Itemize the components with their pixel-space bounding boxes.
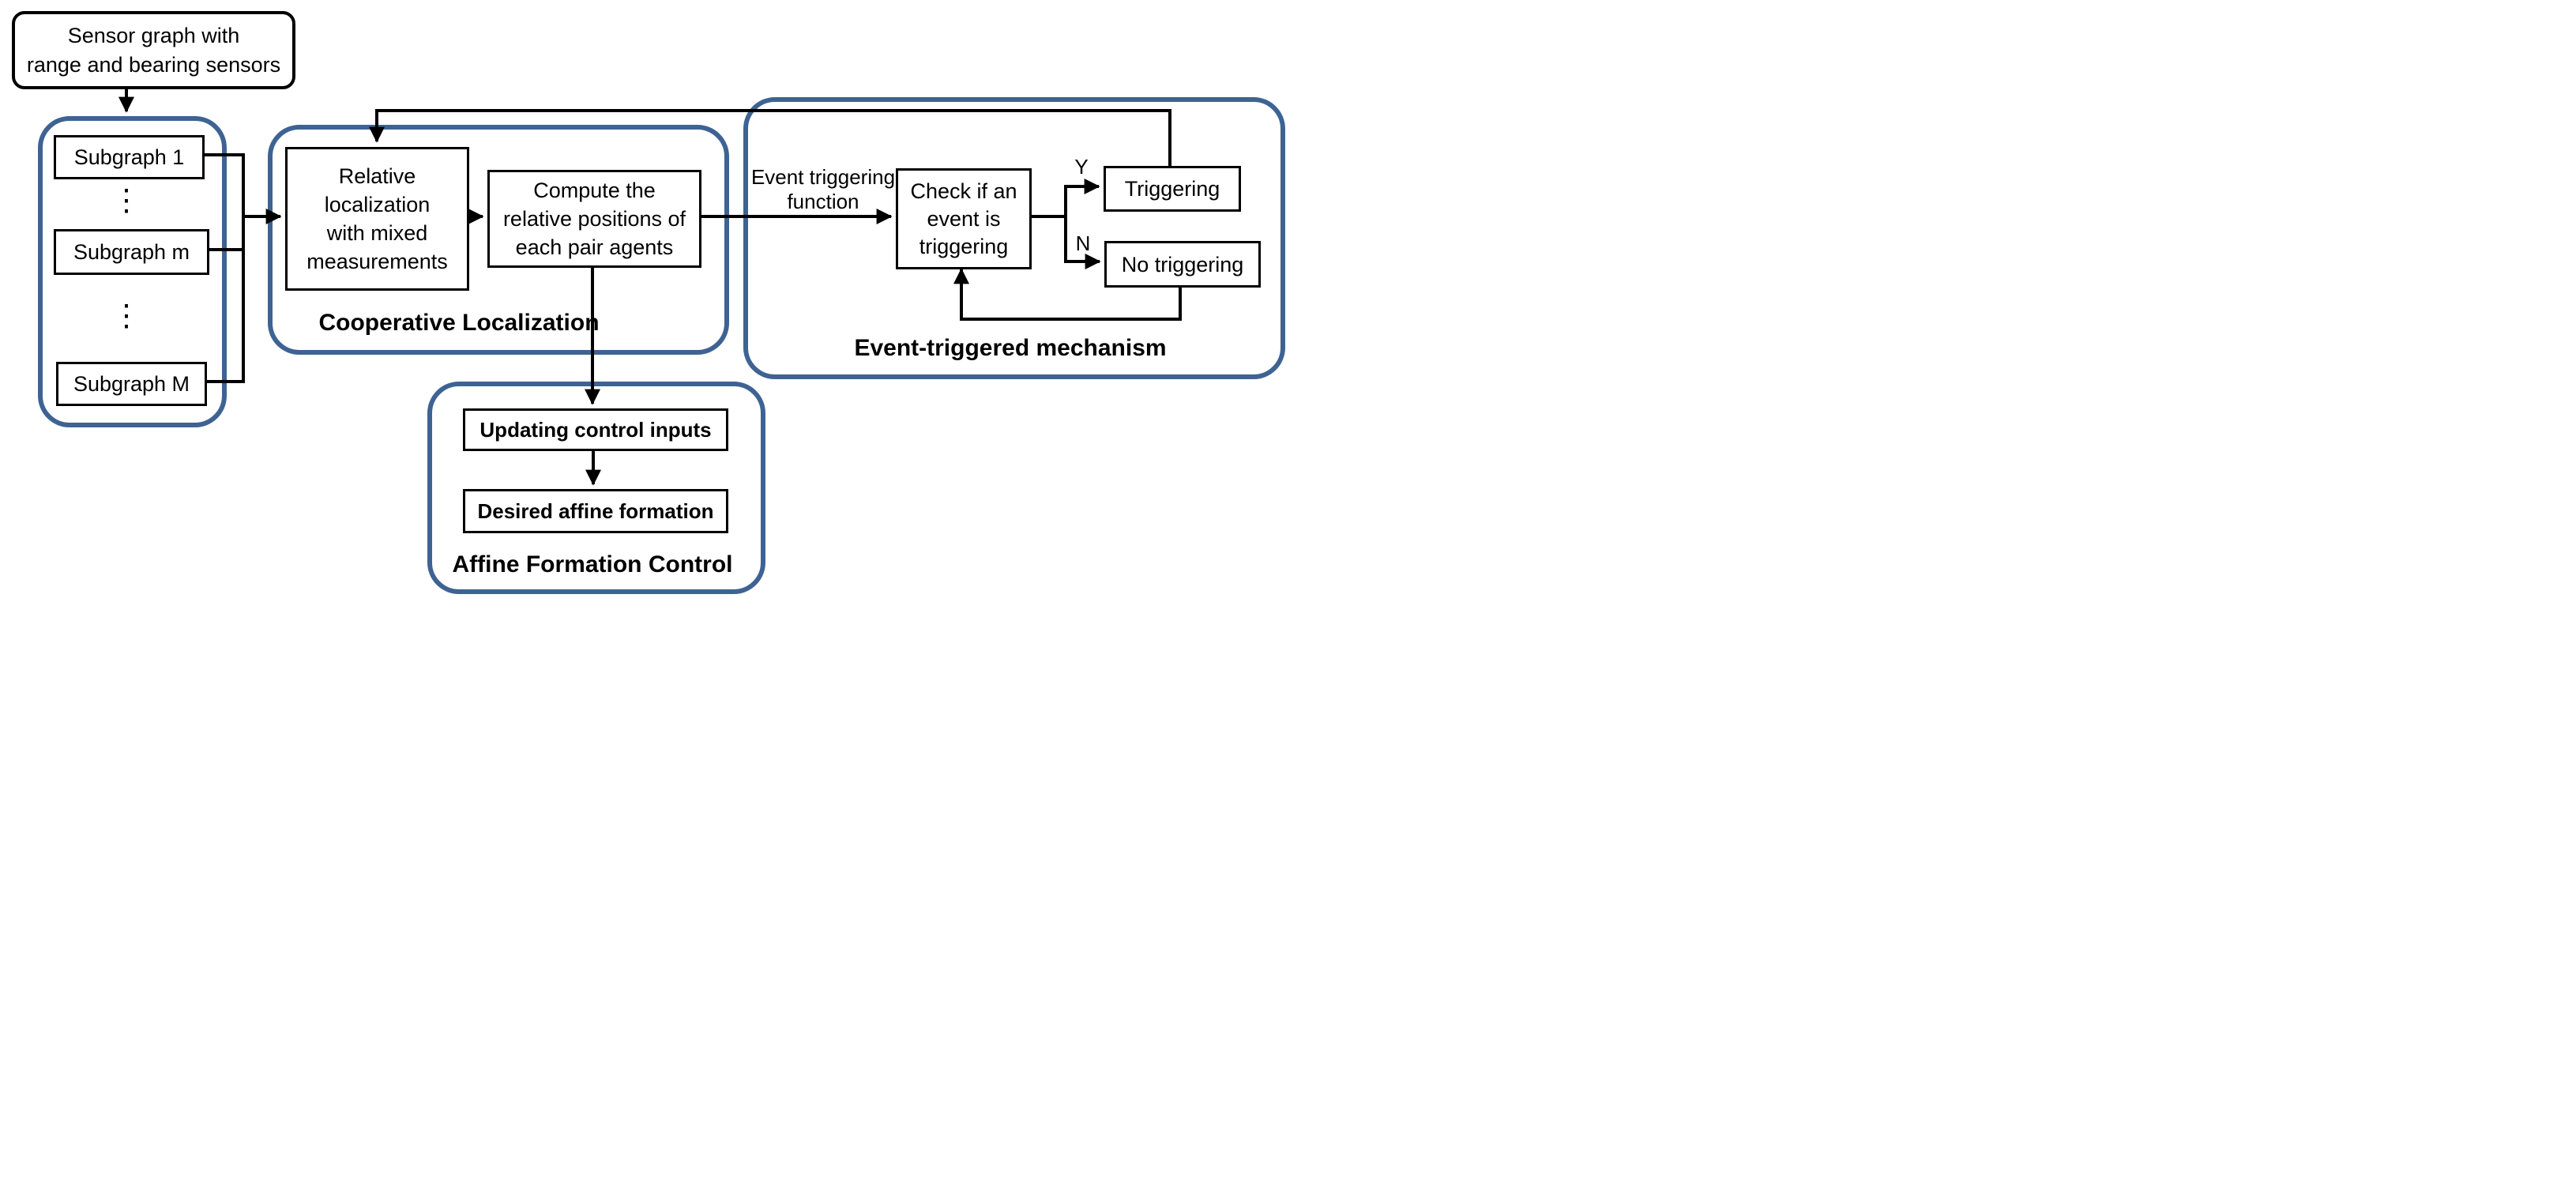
sensor-graph-line2: range and bearing sensors [26,52,281,77]
compute-positions-node: Compute the relative positions of each p… [487,170,701,268]
event-triggering-function-label: Event triggering function [744,165,902,214]
relative-localization-line2: localization [324,193,431,216]
event-triggered-mechanism-container [743,97,1285,379]
updating-control-inputs-label: Updating control inputs [479,418,712,442]
vertical-ellipsis-top: ⋮ [111,184,141,217]
subgraphs-container [38,116,227,427]
desired-affine-formation-label: Desired affine formation [477,499,714,523]
triggering-node: Triggering [1104,166,1241,212]
vertical-ellipsis-bottom: ⋮ [111,299,141,333]
affine-formation-control-container [427,382,765,594]
check-event-line1: Check if an [910,179,1017,203]
compute-positions-line2: relative positions of [502,207,686,231]
compute-positions-line3: each pair agents [515,235,674,259]
subgraph-1-label: Subgraph 1 [73,145,185,169]
subgraph-M-node: Subgraph M [56,362,207,406]
desired-affine-formation-node: Desired affine formation [463,489,728,533]
sensor-graph-line1: Sensor graph with [67,23,240,47]
triggering-label: Triggering [1124,177,1220,201]
relative-localization-line1: Relative [338,164,416,188]
updating-control-inputs-node: Updating control inputs [463,408,728,451]
no-triggering-node: No triggering [1104,241,1261,288]
sensor-graph-node: Sensor graph with range and bearing sens… [12,11,295,89]
check-event-line3: triggering [919,234,1009,258]
relative-localization-line3: with mixed [326,221,428,245]
check-event-line2: event is [927,206,1001,231]
subgraph-1-node: Subgraph 1 [54,135,205,179]
event-triggering-function-line1: Event triggering [750,165,896,189]
compute-positions-line1: Compute the [533,179,656,202]
event-triggered-mechanism-title: Event-triggered mechanism [854,335,1167,361]
branch-no-label: N [1075,231,1091,255]
check-event-node: Check if an event is triggering [896,168,1032,269]
flowchart-canvas: Sensor graph with range and bearing sens… [0,0,1288,600]
relative-localization-line4: measurements [306,250,448,273]
affine-formation-control-title: Affine Formation Control [452,551,733,577]
cooperative-localization-title: Cooperative Localization [318,310,600,336]
event-triggering-function-line2: function [787,190,859,213]
subgraph-m-label: Subgraph m [73,240,190,264]
no-triggering-label: No triggering [1121,252,1244,276]
subgraph-m-node: Subgraph m [54,229,209,275]
subgraph-M-label: Subgraph M [73,372,190,396]
branch-yes-label: Y [1074,155,1089,179]
relative-localization-node: Relative localization with mixed measure… [285,147,469,291]
